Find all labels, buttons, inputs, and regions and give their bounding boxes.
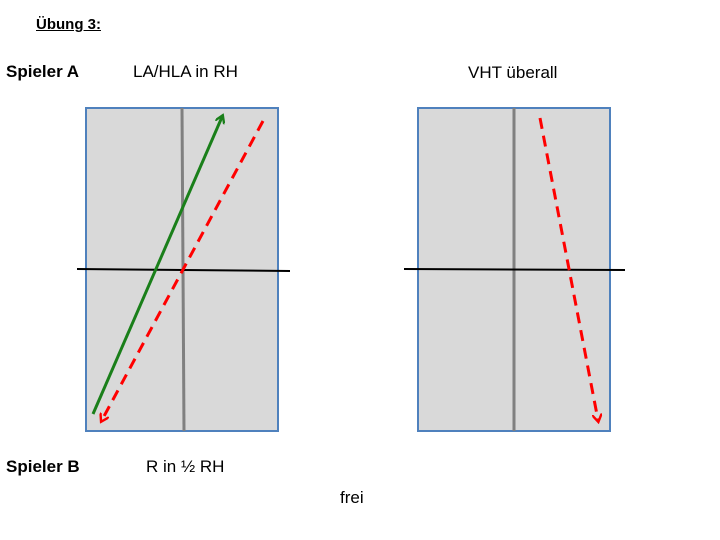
player-a-right-drill: VHT überall [468, 63, 558, 82]
left-table [76, 107, 291, 432]
exercise-title: Übung 3: [36, 16, 101, 33]
player-a-left-drill: LA/HLA in RH [133, 62, 238, 81]
right-table-net [403, 268, 626, 271]
player-b-right-drill: frei [340, 488, 364, 507]
player-a-label: Spieler A [6, 62, 80, 81]
red-dashed-arrow-icon [102, 120, 265, 420]
player-b-label: Spieler B [6, 457, 80, 476]
player-b-left-drill: R in ½ RH [146, 457, 225, 476]
green-solid-arrow-icon [91, 117, 222, 415]
right-table [403, 107, 626, 432]
red-dashed-arrow-icon [538, 117, 598, 420]
